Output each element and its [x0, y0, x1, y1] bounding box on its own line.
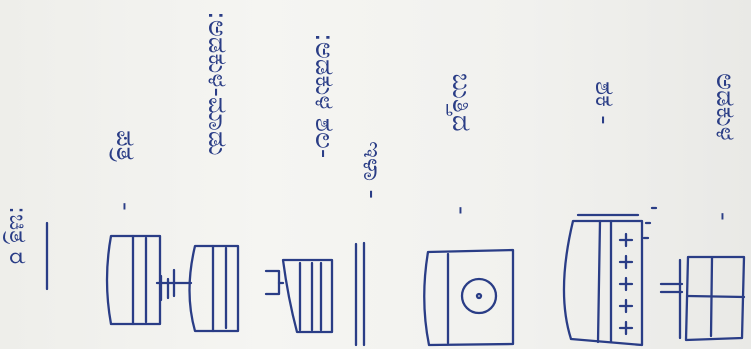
block-drawing-2	[564, 208, 656, 345]
divider-lines	[356, 243, 364, 345]
item-label-2: ಶಕ -	[591, 81, 617, 125]
block-drawing-5	[157, 246, 238, 331]
item-dash-1: -	[712, 212, 736, 221]
item-label-1: ಅಡಕುಳ	[712, 73, 738, 141]
block-drawing-4	[266, 260, 332, 332]
item-label-6: :ಅಡಕುಳ-ಮಾಡು	[204, 11, 230, 156]
item-dash-3: -	[450, 206, 474, 215]
item-label-3: ಬುತ್ತಿದ	[448, 73, 474, 132]
item-label-5: :ಅಡಕುಳ ಶಲ-	[311, 33, 337, 158]
item-dash-7: -	[114, 202, 138, 211]
block-drawing-3	[424, 250, 513, 345]
item-label-7: ಪತ್ರ	[112, 130, 138, 162]
block-drawing-6	[107, 236, 160, 324]
block-drawing-1	[661, 257, 744, 340]
page-title: :ಚಿತ್ರ ರ	[6, 206, 30, 264]
item-label-4: ಇಳಾ -	[359, 141, 385, 199]
